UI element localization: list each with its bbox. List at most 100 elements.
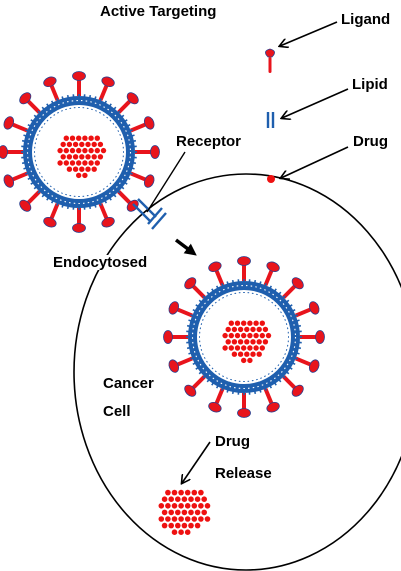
lipid-tail <box>215 383 220 389</box>
lipid-legend-icon <box>266 112 275 128</box>
lipid-tail <box>206 360 208 363</box>
receptor-label: Receptor <box>176 133 242 150</box>
lipid-tail <box>287 365 293 370</box>
drug-particle <box>91 166 97 172</box>
lipid-tail <box>103 100 108 106</box>
ligand-stem <box>191 375 206 390</box>
ligand-stem <box>294 307 312 318</box>
lipid-tail <box>211 367 214 370</box>
drug-particle <box>231 326 238 333</box>
lipid-tail <box>267 373 270 375</box>
drug-particle <box>194 522 201 529</box>
lipid-tail <box>294 319 300 323</box>
lipid-tail <box>274 367 277 370</box>
ligand-stem <box>117 99 132 114</box>
drug-particle <box>241 345 247 351</box>
lipid-tail <box>130 161 137 165</box>
lipid-tail <box>231 388 235 395</box>
lipid-tail <box>107 195 112 201</box>
drug-particle <box>100 147 107 154</box>
drug-particle <box>198 503 204 509</box>
drug-particle <box>262 339 269 345</box>
lipid-tail <box>119 114 125 119</box>
drug-particle <box>181 496 188 503</box>
drug-particle <box>178 516 184 522</box>
drug-particle <box>165 503 171 509</box>
lipid-tail <box>115 188 121 194</box>
drug-particle <box>262 326 269 333</box>
lipid-tail <box>284 370 290 375</box>
ligand-stem <box>11 122 29 133</box>
lipid-tail <box>188 319 194 323</box>
ligand-head <box>0 145 8 159</box>
ligand-stem <box>129 171 147 182</box>
drug-particle <box>94 160 101 166</box>
ligand-head <box>184 384 197 397</box>
ligand-head <box>19 199 32 212</box>
drug-particle <box>171 516 178 522</box>
lipid-tail <box>53 188 56 190</box>
drug-particle <box>225 326 231 333</box>
lipid-tail <box>263 385 267 391</box>
lipid-tail <box>129 134 135 138</box>
drug-particle <box>97 141 104 148</box>
lipid-tail <box>208 307 211 310</box>
lipid-tail <box>53 114 56 116</box>
lipid-tail <box>125 123 131 128</box>
lipid-tail <box>98 98 102 104</box>
lipid-tail <box>56 200 60 206</box>
ligand-head <box>143 174 155 188</box>
drug-particle <box>247 357 253 364</box>
drug-particle <box>237 326 244 333</box>
drug-particle <box>191 489 198 496</box>
ligand-head <box>72 71 86 81</box>
ligand-head <box>101 76 115 88</box>
drug-particle <box>237 351 244 357</box>
drug-arrow <box>281 146 349 178</box>
cancer-label: Cancer <box>103 375 154 392</box>
drug-particle <box>94 147 101 154</box>
drug-particle <box>72 166 79 172</box>
lipid-tail <box>206 377 211 383</box>
ligand-head <box>208 401 222 413</box>
lipid-tail <box>253 279 257 286</box>
drug-particle <box>175 496 181 503</box>
diagram-title: Active Targeting <box>100 3 217 20</box>
lipid-tail <box>37 110 43 116</box>
lipid-tail <box>66 94 70 101</box>
lipid-tail <box>23 166 29 170</box>
drug-particle <box>256 351 262 357</box>
lipid-tail <box>106 185 109 188</box>
drug-particle <box>194 496 201 503</box>
ligand-head <box>126 199 139 212</box>
drug-particle <box>178 529 184 535</box>
receptor-icon <box>132 198 167 230</box>
ligand-stem <box>263 387 274 405</box>
ligand-label: Ligand <box>341 11 391 28</box>
released-drug-cluster <box>158 489 211 535</box>
drug-particle <box>161 509 168 516</box>
drug-particle <box>69 135 76 141</box>
lipid-tail <box>61 96 65 102</box>
drug-particle <box>60 141 66 148</box>
lipid-tail <box>103 198 108 204</box>
lipid-tail <box>218 299 221 301</box>
drug-particle <box>201 496 207 503</box>
ligand-stem <box>282 284 297 299</box>
lipid-tail <box>190 356 196 360</box>
lipid-tail <box>206 291 211 297</box>
lipid-tail <box>127 171 133 175</box>
lipid-tail <box>122 119 128 124</box>
lipid-tail <box>61 202 65 208</box>
drug-particle <box>201 509 207 516</box>
lipid-tail <box>30 119 36 124</box>
ligand-head <box>43 216 57 228</box>
lipid-tail <box>41 192 46 198</box>
lipid-tail <box>27 176 33 181</box>
ligand-head <box>43 76 57 88</box>
lipid-tail <box>253 388 257 395</box>
receptor-arrow <box>146 151 186 213</box>
lipid-tail <box>202 295 208 301</box>
lipid-tail <box>211 304 214 307</box>
